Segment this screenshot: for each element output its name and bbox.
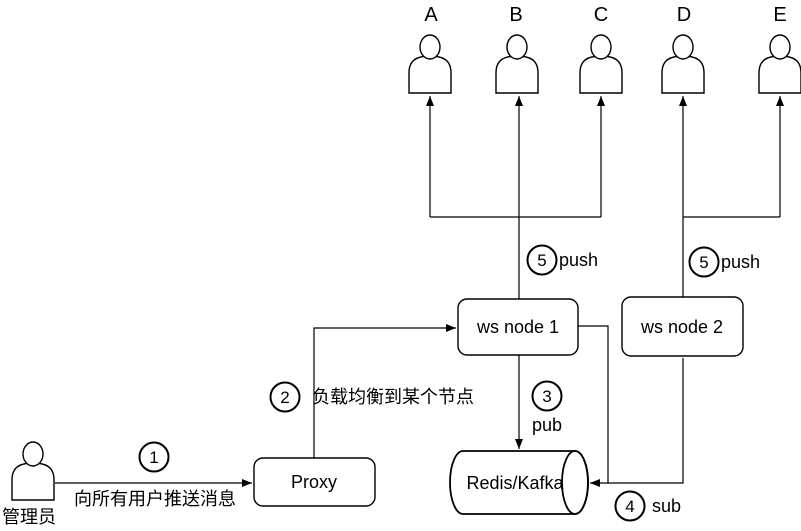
step-5-right-label: push bbox=[721, 252, 760, 272]
step-3-badge bbox=[531, 380, 563, 412]
redis-kafka-cylinder-face bbox=[561, 450, 589, 515]
step-4-label: sub bbox=[652, 496, 681, 516]
user-label-b: B bbox=[509, 4, 522, 26]
admin-label: 管理员 bbox=[2, 507, 56, 527]
step-5-left-number: 5 bbox=[537, 251, 546, 270]
ws-node-1-box bbox=[457, 298, 579, 356]
user-label-c: C bbox=[594, 4, 608, 26]
step-2-label: 负载均衡到某个节点 bbox=[312, 387, 474, 407]
ws-node-1-label: ws node 1 bbox=[476, 317, 559, 337]
step-1-number: 1 bbox=[149, 448, 158, 467]
step-4-number: 4 bbox=[625, 497, 634, 516]
step-4-badge bbox=[614, 490, 646, 522]
step-2-number: 2 bbox=[280, 388, 289, 407]
step-5-left-label: push bbox=[559, 250, 598, 270]
step-5-right-badge bbox=[688, 246, 720, 278]
proxy-box bbox=[253, 457, 376, 507]
arrow-proxy-to-ws-node-1 bbox=[313, 324, 456, 458]
user-label-a: A bbox=[424, 4, 438, 26]
arrow-ws-node-2-sub-to-broker bbox=[590, 358, 684, 487]
proxy-label: Proxy bbox=[291, 472, 337, 492]
step-5-right-number: 5 bbox=[699, 253, 708, 272]
step-2-badge bbox=[269, 381, 301, 413]
ws-node-2-label: ws node 2 bbox=[640, 317, 723, 337]
step-1-label: 向所有用户推送消息 bbox=[74, 489, 236, 509]
line-ws-node-1-to-sub-junction bbox=[578, 325, 609, 483]
redis-kafka-label: Redis/Kafka bbox=[466, 473, 564, 493]
user-label-d: D bbox=[677, 4, 691, 26]
step-1-badge bbox=[138, 441, 170, 473]
ws-node-2-box bbox=[621, 296, 744, 357]
step-3-label: pub bbox=[532, 415, 562, 435]
step-5-left-badge bbox=[526, 244, 558, 276]
user-label-e: E bbox=[773, 4, 786, 26]
step-3-number: 3 bbox=[542, 387, 551, 406]
